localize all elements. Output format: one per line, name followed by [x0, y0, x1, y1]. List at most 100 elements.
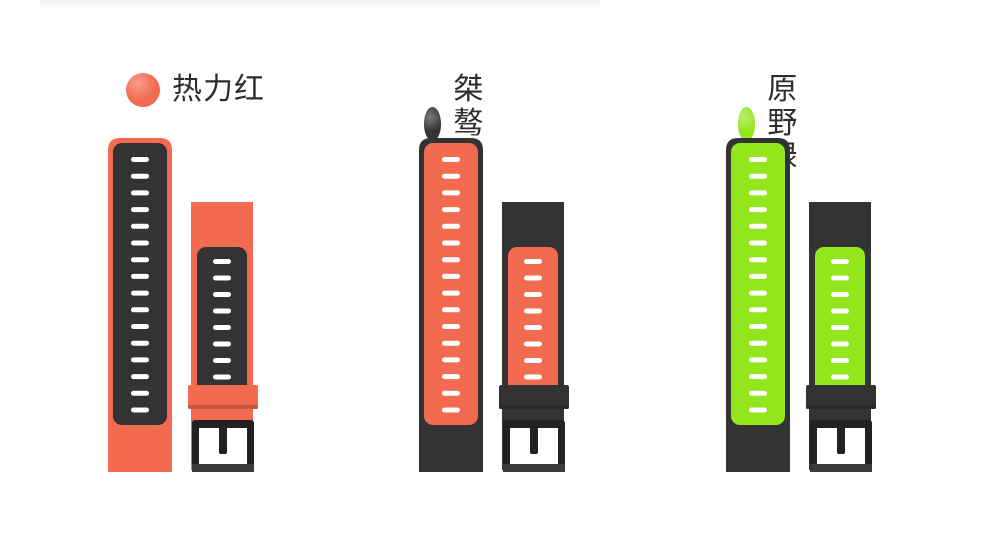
strap-hole	[831, 358, 849, 363]
color-swatch-black[interactable]	[424, 107, 442, 141]
strap-hole	[749, 307, 767, 313]
long-strap-inner	[731, 143, 785, 425]
strap-hole	[831, 259, 849, 264]
strap-hole	[131, 357, 149, 363]
strap-hole	[131, 324, 149, 329]
strap-hole	[749, 357, 767, 363]
strap-hole	[524, 374, 542, 380]
strap-hole	[131, 173, 149, 179]
strap-hole	[213, 308, 231, 314]
buckle-tongue	[837, 420, 845, 454]
strap-hole	[442, 374, 460, 380]
long-strap-inner	[113, 143, 167, 425]
strap-hole	[131, 223, 149, 229]
strap-hole	[442, 240, 460, 246]
strap-hole	[749, 190, 767, 196]
strap-hole	[749, 223, 767, 229]
keeper-loop	[806, 385, 876, 409]
strap-hole	[749, 390, 767, 396]
variant-label-green: 原野绿	[767, 72, 799, 175]
strap-hole	[131, 273, 149, 279]
keeper-loop-shadow	[188, 405, 258, 409]
strap-hole	[213, 374, 231, 380]
variant-header: 原野绿	[738, 73, 815, 175]
strap-hole	[749, 273, 767, 279]
strap-hole	[749, 240, 767, 246]
strap-hole	[442, 207, 460, 213]
variant-black[interactable]: 桀骜黑	[0, 0, 569, 535]
strap-hole	[213, 275, 231, 281]
strap-hole	[442, 307, 460, 313]
strap-hole	[442, 223, 460, 229]
variant-green[interactable]: 原野绿	[0, 0, 876, 535]
variant-red[interactable]: 热力红	[0, 0, 330, 535]
buckle-bar	[192, 464, 254, 472]
strap-hole	[831, 308, 849, 314]
strap-hole	[442, 324, 460, 329]
keeper-loop-shadow	[806, 405, 876, 409]
strap-hole	[213, 325, 231, 330]
strap-hole	[442, 407, 460, 413]
keeper-loop-shadow	[499, 405, 569, 409]
strap-hole	[442, 290, 460, 296]
keeper-loop	[499, 385, 569, 409]
color-swatch-green[interactable]	[738, 107, 756, 141]
strap-hole	[749, 157, 767, 162]
long-strap-inner	[424, 143, 478, 425]
strap-hole	[131, 307, 149, 313]
strap-hole	[131, 257, 149, 263]
buckle-bar	[503, 464, 565, 472]
top-fade-decoration	[40, 0, 600, 10]
strap-hole	[442, 390, 460, 396]
strap-hole	[131, 340, 149, 346]
buckle-bar	[810, 464, 872, 472]
strap-hole	[749, 407, 767, 413]
strap-hole	[131, 407, 149, 413]
strap-hole	[442, 190, 460, 196]
strap-hole	[213, 259, 231, 264]
strap-hole	[131, 290, 149, 296]
strap-hole	[749, 340, 767, 346]
strap-hole	[749, 374, 767, 380]
buckle-tongue	[530, 420, 538, 454]
strap-hole	[524, 325, 542, 330]
strap-hole	[831, 292, 849, 297]
strap-hole	[524, 308, 542, 314]
strap-pair-red	[108, 138, 258, 472]
strap-hole	[524, 341, 542, 347]
strap-hole	[831, 275, 849, 281]
strap-hole	[831, 325, 849, 330]
buckle-tongue	[219, 420, 227, 454]
strap-hole	[131, 207, 149, 213]
keeper-loop	[188, 385, 258, 409]
strap-hole	[131, 390, 149, 396]
variant-label-red: 热力红	[172, 72, 265, 107]
strap-hole	[213, 341, 231, 347]
strap-hole	[131, 374, 149, 380]
strap-hole	[524, 292, 542, 297]
variant-header: 热力红	[126, 73, 265, 107]
strap-hole	[131, 190, 149, 196]
strap-hole	[442, 257, 460, 263]
strap-hole	[131, 157, 149, 162]
strap-hole	[442, 173, 460, 179]
strap-hole	[442, 340, 460, 346]
strap-hole	[442, 273, 460, 279]
strap-hole	[749, 257, 767, 263]
strap-hole	[749, 173, 767, 179]
strap-hole	[442, 357, 460, 363]
strap-hole	[213, 292, 231, 297]
strap-hole	[131, 240, 149, 246]
strap-hole	[749, 207, 767, 213]
color-swatch-red[interactable]	[126, 73, 160, 107]
strap-hole	[749, 290, 767, 296]
strap-hole	[831, 374, 849, 380]
strap-hole	[213, 358, 231, 363]
strap-hole	[442, 157, 460, 162]
strap-hole	[524, 275, 542, 281]
strap-hole	[524, 259, 542, 264]
strap-hole	[831, 341, 849, 347]
strap-hole	[749, 324, 767, 329]
